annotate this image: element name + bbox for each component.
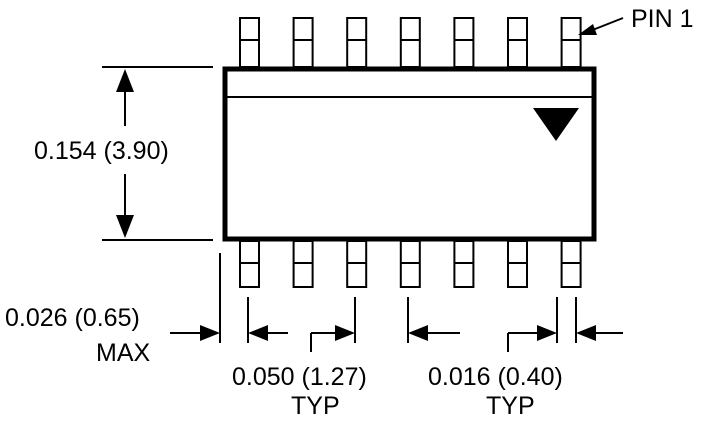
lead-length-note-label: MAX <box>96 339 151 367</box>
top-pin-5 <box>453 17 475 68</box>
lead-length-arrow-left <box>200 325 220 341</box>
package-body <box>222 66 597 242</box>
body-width-arrow-down <box>116 215 134 238</box>
pin1-label: PIN 1 <box>631 5 694 33</box>
top-pin-7 <box>560 17 582 68</box>
bottom-pin-row <box>239 240 582 288</box>
pitch-value-label: 0.050 (1.27) <box>232 363 367 391</box>
lead-width-arrow-left <box>576 325 596 341</box>
lead-width-value-label: 0.016 (0.40) <box>428 363 563 391</box>
top-pin-4 <box>399 17 421 68</box>
pitch-arrow-right <box>335 325 355 341</box>
top-pin-1 <box>239 17 260 68</box>
lead-width-note-label: TYP <box>486 392 535 420</box>
body-width-arrow-up <box>116 69 134 92</box>
lead-length-value-label: 0.026 (0.65) <box>5 304 140 332</box>
triangle-down-icon <box>533 108 579 141</box>
top-pin-3 <box>346 17 368 68</box>
top-pin-2 <box>292 17 314 68</box>
lead-length-arrow-right <box>248 325 268 341</box>
pin1-leader-line <box>589 17 624 32</box>
pin1-leader-arrow <box>578 24 597 35</box>
top-pin-6 <box>507 17 528 68</box>
body-width-label: 0.154 (3.90) <box>34 137 169 165</box>
lead-width-arrow-right <box>537 325 557 341</box>
pitch-arrow-left <box>408 325 428 341</box>
pitch-note-label: TYP <box>291 392 340 420</box>
top-pin-row <box>239 17 582 68</box>
